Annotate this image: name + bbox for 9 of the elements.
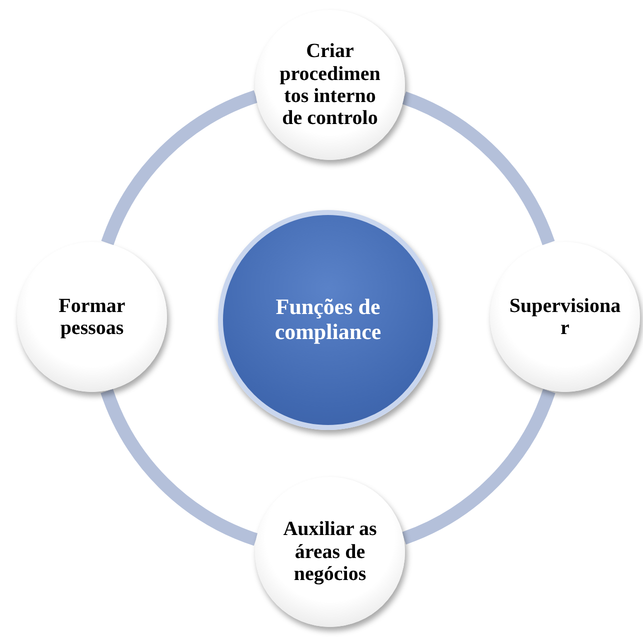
node-label: Funções de compliance: [274, 295, 382, 345]
ring-arc: [100, 388, 258, 546]
node-label: Criar procedimentos interno de controlo: [278, 40, 382, 130]
node-label: Supervisionar: [508, 294, 622, 340]
node-label: Auxiliar as áreas de negócios: [282, 518, 378, 586]
ring-arc: [401, 388, 556, 544]
ring-arc: [101, 90, 258, 246]
node-label: Formar pessoas: [58, 294, 126, 340]
ring-arc: [401, 92, 555, 246]
